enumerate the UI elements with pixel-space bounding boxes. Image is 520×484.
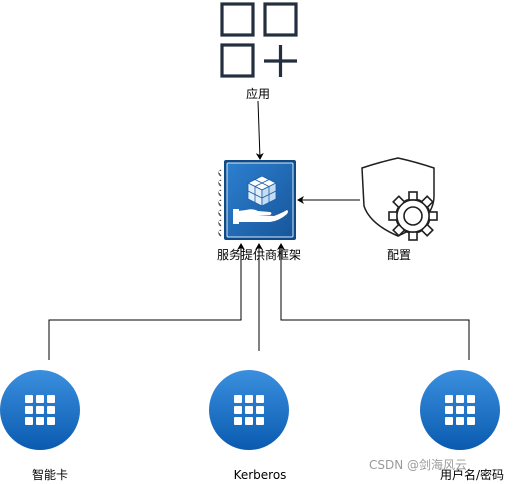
shield-gear-icon [361, 157, 438, 241]
edge-password-to-framework [277, 243, 470, 360]
password-grid-circle-icon [420, 370, 500, 450]
app-grid-plus-icon [220, 2, 298, 78]
smartcard-label: 智能卡 [31, 468, 68, 482]
kerberos-grid-circle-icon [209, 370, 289, 450]
watermark-text: CSDN @剑海风云 [369, 458, 468, 472]
book-cube-hand-icon [218, 160, 296, 240]
config-label: 配置 [386, 248, 411, 262]
kerberos-label: Kerberos [233, 468, 287, 482]
password-label: 用户名/密码 [439, 468, 505, 482]
edge-app-to-framework [255, 100, 264, 160]
smartcard-grid-circle-icon [0, 370, 80, 450]
edge-smartcard-to-framework [48, 243, 245, 360]
framework-label: 服务提供商框架 [216, 248, 301, 262]
app-label: 应用 [245, 87, 270, 101]
